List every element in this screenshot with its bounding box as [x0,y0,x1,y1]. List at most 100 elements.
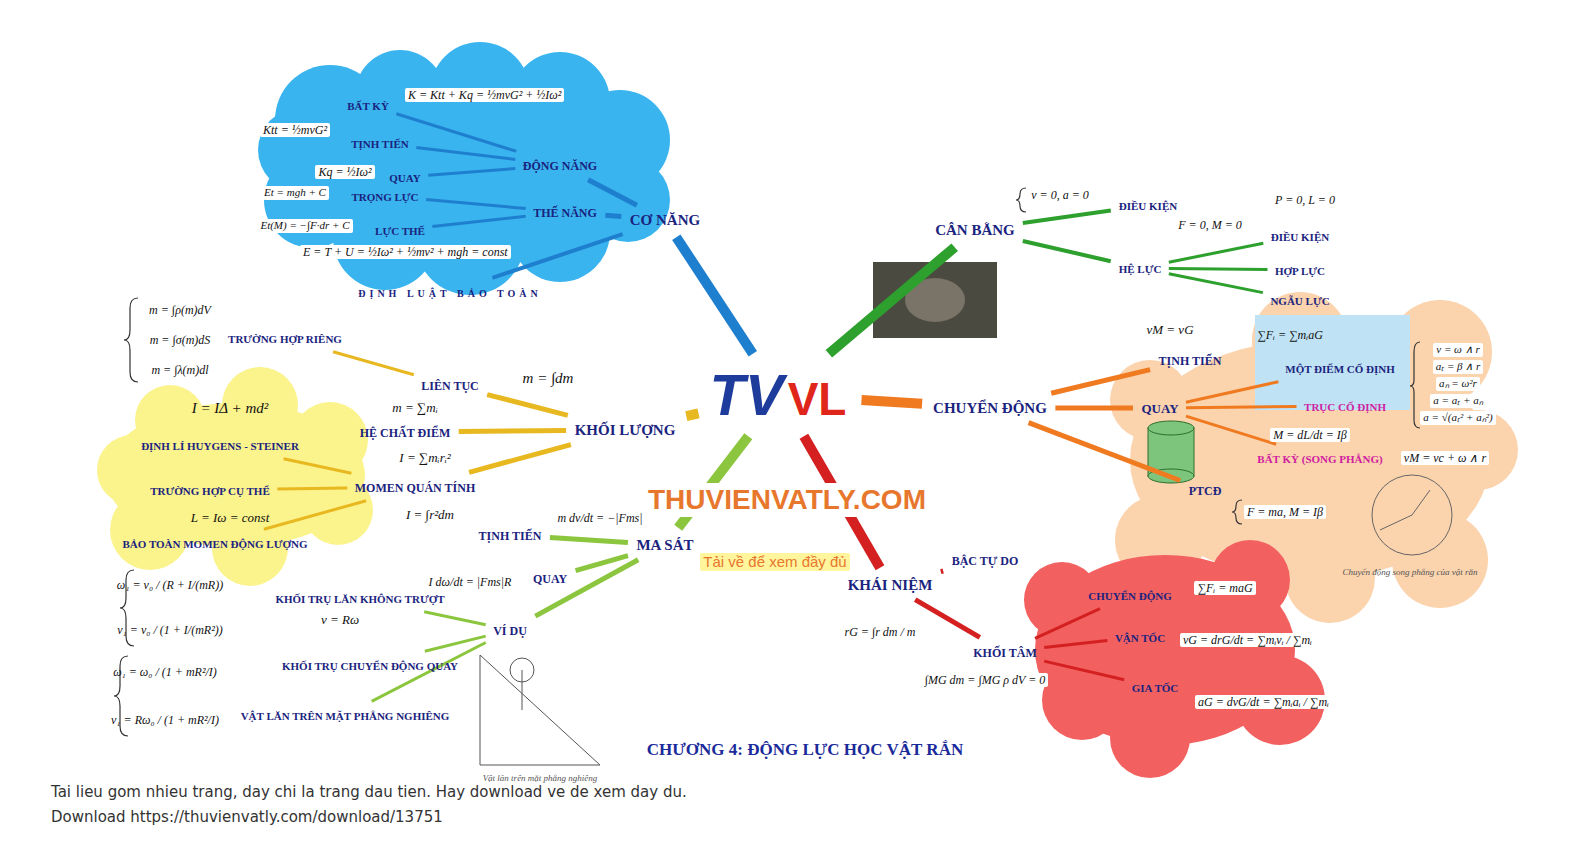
topic-text: TỊNH TIẾN [1159,355,1222,369]
branch-topic: CHUYỂN ĐỘNG [1084,585,1175,605]
topic-text: CÂN BẰNG [935,222,1015,239]
topic-text: BẤT KỲ (SONG PHẲNG) [1257,453,1382,466]
branch-line [862,400,923,404]
topic-text: HỢP LỰC [1275,265,1325,278]
topic-text: QUAY [533,573,567,587]
branch-topic: BẬC TỰ DO [948,550,1023,570]
branch-line [459,431,566,432]
topic-text: BẢO TOÀN MOMEN ĐỘNG LƯỢNG [123,538,308,551]
branch-line [333,352,414,375]
formula-label: m = ∑mᵢ [389,400,440,416]
topic-text: VẬT LĂN TRÊN MẶT PHẲNG NGHIÊNG [241,710,450,723]
formula-label: aₙ = ω²r [1436,377,1480,390]
branch-line [487,395,568,416]
formula-label: I dω/dt = |Fms|R [426,575,515,589]
formula-label: Chuyển động song phẳng của vật rắn [1340,567,1481,578]
formula-label: v = ω ∧ r [1433,343,1482,356]
plane-motion-figure [1372,475,1452,555]
topic-text: KHỐI LƯỢNG [575,422,676,439]
branch-topic: KHỐI TRỤ LĂN KHÔNG TRƯỢT [271,588,448,608]
formula-label: aₜ = β ∧ r [1433,360,1484,373]
branch-line [425,636,486,651]
topic-text: KHỐI TRỤ LĂN KHÔNG TRƯỢT [275,593,444,606]
branch-topic: CÂN BẰNG [931,220,1019,240]
topic-text: NGẪU LỰC [1270,295,1329,308]
branch-topic: GIA TỐC [1128,677,1183,697]
topic-text: TRƯỜNG HỢP RIÊNG [228,333,342,346]
formula-label: Download https://thuvienvatly.com/downlo… [48,808,446,826]
branch-topic: THẾ NĂNG [529,202,601,222]
chapter-title: CHƯƠNG 4: ĐỘNG LỰC HỌC VẬT RẮN [647,740,963,760]
logo-hub: TVVL [706,361,855,430]
formula-label: I = IΔ + md² [189,399,272,417]
topic-text: KHỐI TRỤ CHUYỂN ĐỘNG QUAY [282,660,458,673]
branch-line [605,215,621,216]
branch-line [432,216,525,226]
logo-text: VL [788,373,847,426]
branch-line [1169,268,1268,269]
branch-topic: ĐỊNH LUẬT BẢO TOÀN [354,282,545,302]
cylinder-figure [1148,421,1194,483]
branch-line [428,169,515,176]
branch-topic: CƠ NĂNG [626,210,704,230]
topic-text: QUAY [1141,402,1178,417]
formula-label: a = √(aₜ² + aₙ²) [1420,411,1495,424]
formula-label: K = Ktt + Kq = ½mvG² + ½Iω² [405,88,564,102]
branch-topic: KHỐI TÂM [969,642,1040,662]
branch-topic: HỆ CHẤT ĐIỂM [356,422,454,442]
branch-line [941,569,943,575]
branch-topic: VÍ DỤ [489,620,531,640]
branch-topic: TỊNH TIẾN [347,133,413,153]
branch-topic: VẬN TỐC [1111,627,1169,647]
branch-topic: ĐỘNG NĂNG [519,155,601,175]
formula-label: THUVIENVATLY.COM [645,483,929,517]
formula-label: Kq = ½Iω² [315,165,374,179]
formula-label: v₁ = v₀ / (1 + I/(mR²)) [114,623,225,637]
formula-label: vM = vc + ω ∧ r [1401,451,1489,465]
branch-topic: KHÁI NIỆM [844,575,937,595]
branch-topic: HỆ LỰC [1115,258,1166,278]
branch-line [1035,609,1100,639]
branch-topic: NGẪU LỰC [1266,290,1333,310]
topic-text: TỊNH TIẾN [479,530,542,544]
branch-topic: LỰC THẾ [371,220,429,240]
formula-label: m = ∫ρ(m)dV [146,303,214,317]
topic-text: CHUYỂN ĐỘNG [933,400,1047,417]
branch-topic: BẤT KỲ [343,95,393,115]
topic-text: LỰC THẾ [375,225,425,238]
branch-line [550,538,628,543]
topic-text: CƠ NĂNG [630,212,700,229]
branch-topic: TRƯỜNG HỢP RIÊNG [224,328,346,348]
branch-line [424,612,486,625]
branch-topic: ĐIỀU KIỆN [1115,195,1181,215]
branch-topic: KHỐI LƯỢNG [571,420,680,440]
formula-label: I = ∑mᵢrᵢ² [396,450,453,466]
topic-text: TRỤC CỐ ĐỊNH [1304,401,1386,414]
branch-topic: MỘT ĐIỂM CỐ ĐỊNH [1281,358,1399,378]
formula-label: ∫MG dm = ∫MG ρ dV = 0 [922,673,1049,687]
formula-label: Tải về để xem đầy đủ [700,553,849,571]
incline-figure [480,655,600,765]
formula-label: vG = drG/dt = ∑mᵢvᵢ / ∑mᵢ [1180,633,1315,647]
branch-line [1186,382,1278,403]
branch-line [1023,241,1111,261]
branch-line [1044,641,1107,648]
branch-line [915,600,980,638]
red-cloud [1024,540,1325,778]
branch-topic: TỊNH TIẾN [1155,350,1226,370]
formula-label: m = ∫λ(m)dl [148,363,211,377]
formula-label: Vật lăn trên mặt phẳng nghiêng [480,773,601,784]
formula-label: vM = vG [1143,322,1196,338]
branch-line [1029,423,1181,481]
formula-label: E = T + U = ½Iω² + ½mv² + mgh = const [300,245,511,259]
topic-text: ĐỊNH LÍ HUYGENS - STEINER [141,440,299,453]
branch-line [469,445,571,473]
branch-topic: VẬT LĂN TRÊN MẶT PHẲNG NGHIÊNG [237,705,454,725]
topic-text: CHUYỂN ĐỘNG [1088,590,1171,603]
branch-line [1169,243,1264,262]
topic-text: ĐỊNH LUẬT BẢO TOÀN [358,288,541,300]
branch-line [1044,661,1124,680]
topic-text: VÍ DỤ [493,625,527,639]
